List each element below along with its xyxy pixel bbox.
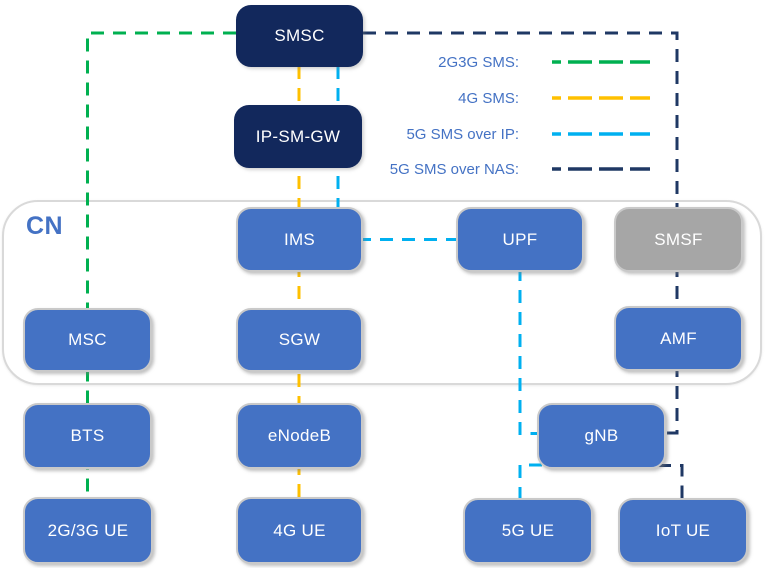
edge-5g-nas-amf-gnb xyxy=(658,364,679,435)
node-4g-ue-label: 4G UE xyxy=(273,520,326,540)
node-msc: MSC xyxy=(23,308,152,372)
legend-item-5g-sms-over-ip: 5G SMS over IP: xyxy=(0,123,650,145)
legend-item-2g3g-sms: 2G3G SMS: xyxy=(0,51,650,73)
node-gnb-label: gNB xyxy=(584,426,619,445)
legend-item-4g-sms: 4G SMS: xyxy=(0,87,650,109)
node-gnb: gNB xyxy=(537,403,666,469)
node-4g-ue: 4G UE xyxy=(236,497,363,564)
edge-5g-nas-gnb-iotue xyxy=(658,464,684,510)
node-iot-ue-label: IoT UE xyxy=(655,521,711,540)
node-msc-label: MSC xyxy=(68,330,107,349)
legend-swatch-4g-sms xyxy=(552,96,650,100)
node-ip-sm-gw-label: IP-SM-GW xyxy=(255,126,341,146)
legend-item-5g-sms-over-nas: 5G SMS over NAS: xyxy=(0,158,650,180)
node-amf-label: AMF xyxy=(660,328,697,348)
node-ims-label: IMS xyxy=(283,229,316,249)
node-2g3g-ue-label: 2G/3G UE xyxy=(47,520,129,540)
legend-swatch-5g-sms-over-nas xyxy=(552,167,650,171)
node-smsf: SMSF xyxy=(614,207,743,272)
legend-label-5g-sms-over-nas: 5G SMS over NAS: xyxy=(389,160,519,178)
node-2g3g-ue: 2G/3G UE xyxy=(23,497,153,564)
node-ims: IMS xyxy=(236,207,363,272)
node-smsc: SMSC xyxy=(236,5,363,67)
node-iot-ue: IoT UE xyxy=(618,498,748,564)
legend-label-5g-sms-over-ip: 5G SMS over IP: xyxy=(406,125,519,143)
edge-5g-nas-smsc-smsf xyxy=(363,31,679,215)
node-enodeb: eNodeB xyxy=(236,403,363,469)
legend-swatch-2g3g-sms xyxy=(552,60,650,64)
node-upf: UPF xyxy=(456,207,584,272)
node-smsf-label: SMSF xyxy=(654,229,703,249)
node-sgw: SGW xyxy=(236,308,363,372)
node-ip-sm-gw: IP-SM-GW xyxy=(234,105,362,168)
legend-swatch-5g-sms-over-ip xyxy=(552,132,650,136)
node-5g-ue: 5G UE xyxy=(463,498,593,564)
legend-label-2g3g-sms: 2G3G SMS: xyxy=(438,53,519,71)
node-bts: BTS xyxy=(23,403,152,469)
node-amf: AMF xyxy=(614,306,743,371)
node-5g-ue-label: 5G UE xyxy=(501,521,555,540)
edge-5g-ip-gnb-5gue xyxy=(518,463,542,510)
edge-5g-ip-upf-gnb xyxy=(518,268,542,435)
cn-label: CN xyxy=(26,212,64,240)
node-upf-label: UPF xyxy=(502,229,538,249)
node-sgw-label: SGW xyxy=(278,330,321,349)
node-smsc-label: SMSC xyxy=(274,26,325,45)
edge-5g-sms-over-nas xyxy=(363,31,684,510)
legend-label-4g-sms: 4G SMS: xyxy=(458,89,519,107)
node-enodeb-label: eNodeB xyxy=(267,426,332,445)
node-bts-label: BTS xyxy=(70,426,105,445)
